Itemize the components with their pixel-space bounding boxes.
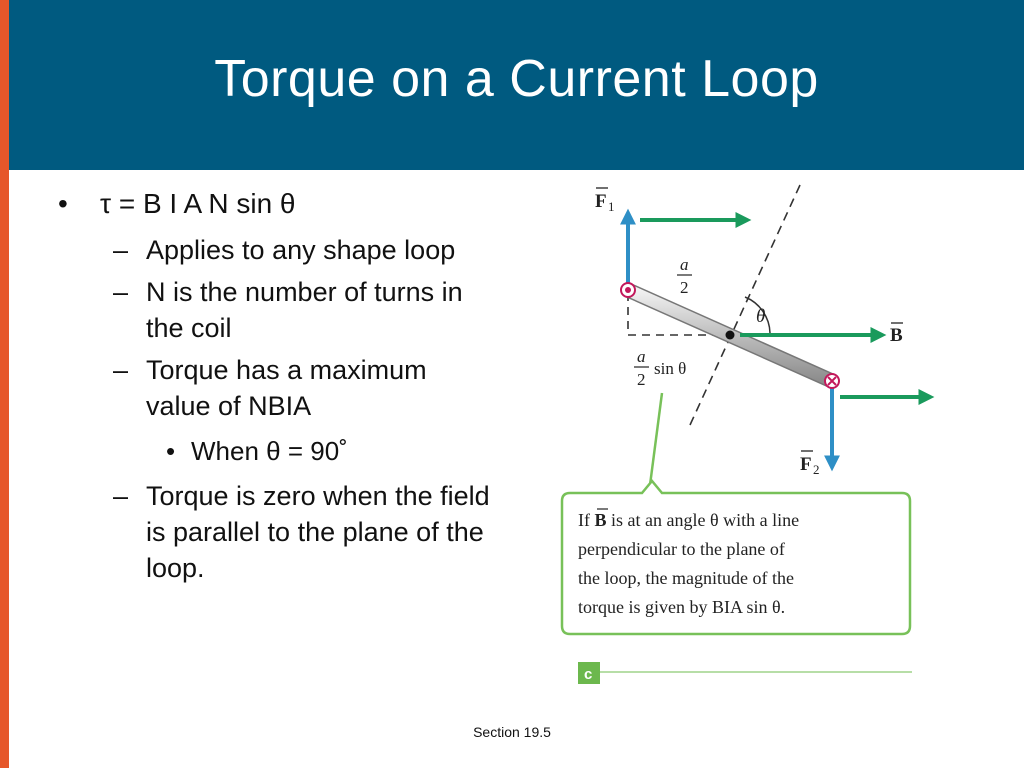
callout-line-4: torque is given by BIA sin θ. <box>578 597 785 617</box>
callout-line-2: perpendicular to the plane of <box>578 539 785 559</box>
dash-mark: – <box>113 481 129 511</box>
svg-text:F: F <box>800 454 812 475</box>
bullet-list: • τ = B I A N sin θ – Applies to any sha… <box>58 182 498 586</box>
bullet-mark: • <box>58 188 68 219</box>
svg-text:1: 1 <box>608 199 615 214</box>
sub-sub-bullet-when: • When θ = 90˚ <box>58 434 498 468</box>
svg-text:2: 2 <box>637 370 646 389</box>
bullet-mark: • <box>166 436 176 466</box>
dash-mark: – <box>113 355 129 385</box>
svg-text:B: B <box>890 325 903 346</box>
half-a-sin-label: a 2 sin θ <box>634 347 686 389</box>
theta-label: θ <box>756 306 765 327</box>
callout-line-1: If B is at an angle θ with a line <box>578 510 799 530</box>
theta-arc <box>744 296 771 334</box>
panel-label-box <box>578 662 600 684</box>
sub-bullet-text: Torque is zero when the field is paralle… <box>146 481 490 583</box>
slide-footer: Section 19.5 <box>473 724 551 740</box>
callout-pointer <box>648 392 664 486</box>
svg-text:a: a <box>680 255 689 274</box>
sub-bullet-zero: – Torque is zero when the field is paral… <box>58 478 498 586</box>
sub-bullet-turns: – N is the number of turns in the coil <box>58 274 498 346</box>
callout-box <box>560 479 912 636</box>
accent-bar <box>0 0 9 768</box>
sub-bullet-text: Torque has a maximum value of NBIA <box>146 355 427 421</box>
f1-label: F 1 <box>595 187 615 214</box>
dash-mark: – <box>113 277 129 307</box>
svg-text:2: 2 <box>680 278 689 297</box>
b-field-label: B <box>890 322 903 346</box>
bullet-formula: • τ = B I A N sin θ <box>58 182 498 226</box>
sub-sub-bullet-text: When θ = 90˚ <box>191 436 348 466</box>
svg-text:sin θ: sin θ <box>654 359 686 378</box>
half-a-label: a 2 <box>677 255 692 297</box>
sub-bullet-max: – Torque has a maximum value of NBIA <box>58 352 498 424</box>
title-bar: Torque on a Current Loop <box>9 0 1024 170</box>
callout-line-3: the loop, the magnitude of the <box>578 568 794 588</box>
slide-title: Torque on a Current Loop <box>214 50 819 108</box>
panel-label: c <box>584 666 592 683</box>
torque-diagram: F 1 F 2 B θ a 2 a 2 sin θ If B is at an … <box>560 184 935 684</box>
f2-label: F 2 <box>800 450 820 477</box>
svg-text:F: F <box>595 191 607 212</box>
sub-bullet-any-shape: – Applies to any shape loop <box>58 232 498 268</box>
pivot-dot <box>725 330 735 340</box>
sub-bullet-text: Applies to any shape loop <box>146 235 456 265</box>
sub-bullet-text: N is the number of turns in the coil <box>146 277 463 343</box>
svg-text:a: a <box>637 347 646 366</box>
dash-mark: – <box>113 235 129 265</box>
bullet-formula-text: τ = B I A N sin θ <box>100 188 296 219</box>
svg-text:2: 2 <box>813 462 820 477</box>
